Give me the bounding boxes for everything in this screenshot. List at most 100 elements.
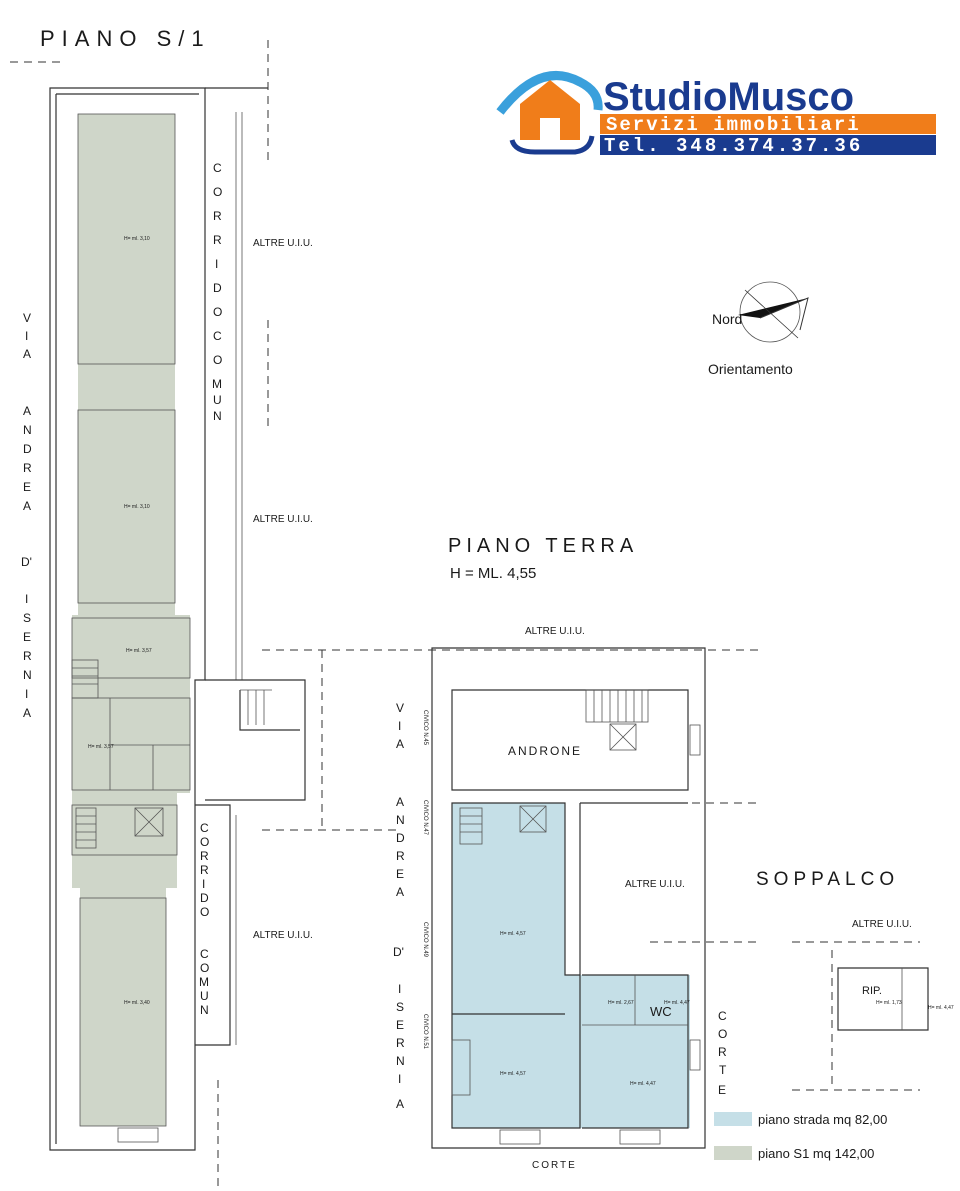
compass: Nord Orientamento <box>708 281 809 377</box>
logo-swoosh-icon <box>496 71 603 115</box>
svg-text:A: A <box>23 706 31 720</box>
s1-room-5 <box>80 888 166 1126</box>
altre-uiu-5: ALTRE U.I.U. <box>625 879 685 890</box>
svg-text:R: R <box>23 649 32 663</box>
svg-text:U: U <box>213 393 222 407</box>
svg-text:D': D' <box>21 555 32 569</box>
svg-text:M: M <box>212 377 222 391</box>
svg-text:R: R <box>200 863 209 877</box>
svg-text:C: C <box>718 1009 727 1023</box>
logo-tagline-band <box>600 114 936 134</box>
terra-height-3: H= ml. 4,47 <box>630 1081 656 1087</box>
via-terra-label: V I A A N D R E A D' I S E R N I A <box>393 701 405 1111</box>
s1-stairs <box>71 659 99 849</box>
s1-height-3: H= ml. 3,57 <box>126 648 152 654</box>
soppalco-plan: ALTRE U.I.U. RIP. H= ml. 1,73 H= ml. 4,4… <box>792 919 954 1091</box>
compass-orientamento: Orientamento <box>708 361 793 377</box>
svg-text:A: A <box>396 795 404 809</box>
compass-circle-icon <box>739 281 801 343</box>
svg-text:O: O <box>213 305 222 319</box>
svg-text:O: O <box>200 905 209 919</box>
title-soppalco: SOPPALCO <box>756 869 899 890</box>
title-piano-s1: PIANO S/1 <box>40 26 211 51</box>
svg-text:N: N <box>23 668 32 682</box>
legend-swatch-s1 <box>714 1146 752 1160</box>
corte-vertical-label: C O R T E <box>718 1009 727 1097</box>
svg-text:A: A <box>23 347 31 361</box>
civico-47: CIVICO N.47 <box>422 800 428 836</box>
svg-text:O: O <box>200 961 209 975</box>
svg-text:A: A <box>396 885 404 899</box>
svg-text:N: N <box>213 409 222 423</box>
s1-room-4 <box>72 793 177 888</box>
svg-text:D: D <box>200 891 209 905</box>
svg-text:R: R <box>396 1036 405 1050</box>
svg-text:T: T <box>719 1063 727 1077</box>
studio-musco-logo: StudioMusco Servizi immobiliari Tel. 348… <box>496 71 936 157</box>
rip-height: H= ml. 1,73 <box>876 1000 902 1006</box>
s1-room-3 <box>72 615 190 793</box>
soppalco-right-height: H= ml. 4,47 <box>928 1005 954 1011</box>
svg-text:I: I <box>25 329 28 343</box>
piano-terra-plan: ALTRE U.I.U. ANDRONE ALTRE U.I.U. CORTE … <box>393 626 760 1171</box>
svg-text:E: E <box>23 630 31 644</box>
logo-phone-band <box>600 135 936 155</box>
title-piano-terra: PIANO TERRA <box>448 535 638 557</box>
svg-text:O: O <box>718 1027 727 1041</box>
terra-height-2: H= ml. 4,57 <box>500 1071 526 1077</box>
svg-text:D': D' <box>393 945 404 959</box>
svg-text:C: C <box>200 821 209 835</box>
svg-text:R: R <box>213 233 222 247</box>
svg-text:I: I <box>398 1072 401 1086</box>
altre-uiu-6: ALTRE U.I.U. <box>852 919 912 930</box>
svg-text:V: V <box>396 701 404 715</box>
s1-room-2 <box>78 410 175 615</box>
logo-base-icon <box>509 135 595 155</box>
svg-text:D: D <box>213 281 222 295</box>
svg-text:E: E <box>718 1083 726 1097</box>
legend-label-s1: piano S1 mq 142,00 <box>758 1146 874 1161</box>
svg-text:R: R <box>23 461 32 475</box>
svg-text:O: O <box>200 835 209 849</box>
altre-uiu-3: ALTRE U.I.U. <box>253 930 313 941</box>
svg-text:I: I <box>398 719 401 733</box>
compass-nord: Nord <box>712 311 742 327</box>
logo-phone: Tel. 348.374.37.36 <box>604 135 863 157</box>
s1-corridor-stairs <box>240 689 272 725</box>
svg-text:R: R <box>718 1045 727 1059</box>
svg-text:O: O <box>213 353 222 367</box>
logo-name: StudioMusco <box>603 75 854 119</box>
androne-walls <box>451 689 689 791</box>
svg-text:S: S <box>396 1000 404 1014</box>
svg-text:M: M <box>199 975 209 989</box>
legend: piano strada mq 82,00 piano S1 mq 142,00 <box>714 1112 887 1161</box>
svg-text:R: R <box>213 209 222 223</box>
svg-text:S: S <box>23 611 31 625</box>
civico-51: CIVICO N.51 <box>422 1014 428 1050</box>
svg-text:E: E <box>23 480 31 494</box>
terra-height-wc1: H= ml. 2,67 <box>608 1000 634 1006</box>
svg-text:O: O <box>213 185 222 199</box>
terra-height-wc2: H= ml. 4,47 <box>664 1000 690 1006</box>
svg-text:I: I <box>202 877 205 891</box>
svg-text:U: U <box>200 989 209 1003</box>
corridoio-comune-2: C O R R I D O C O M U N <box>199 821 209 1017</box>
corte-bottom-label: CORTE <box>532 1160 577 1171</box>
svg-text:I: I <box>215 257 218 271</box>
s1-height-4: H= ml. 3,57 <box>88 744 114 750</box>
altre-uiu-2: ALTRE U.I.U. <box>253 514 313 525</box>
svg-text:N: N <box>396 813 405 827</box>
svg-text:D: D <box>396 831 405 845</box>
svg-text:A: A <box>396 737 404 751</box>
svg-text:C: C <box>213 329 222 343</box>
svg-text:R: R <box>396 849 405 863</box>
svg-text:E: E <box>396 867 404 881</box>
svg-text:D: D <box>23 442 32 456</box>
s1-room-1 <box>78 114 175 364</box>
svg-text:N: N <box>200 1003 209 1017</box>
rip-label: RIP. <box>862 985 882 997</box>
svg-text:V: V <box>23 311 31 325</box>
legend-label-strada: piano strada mq 82,00 <box>758 1112 887 1127</box>
svg-text:I: I <box>25 687 28 701</box>
